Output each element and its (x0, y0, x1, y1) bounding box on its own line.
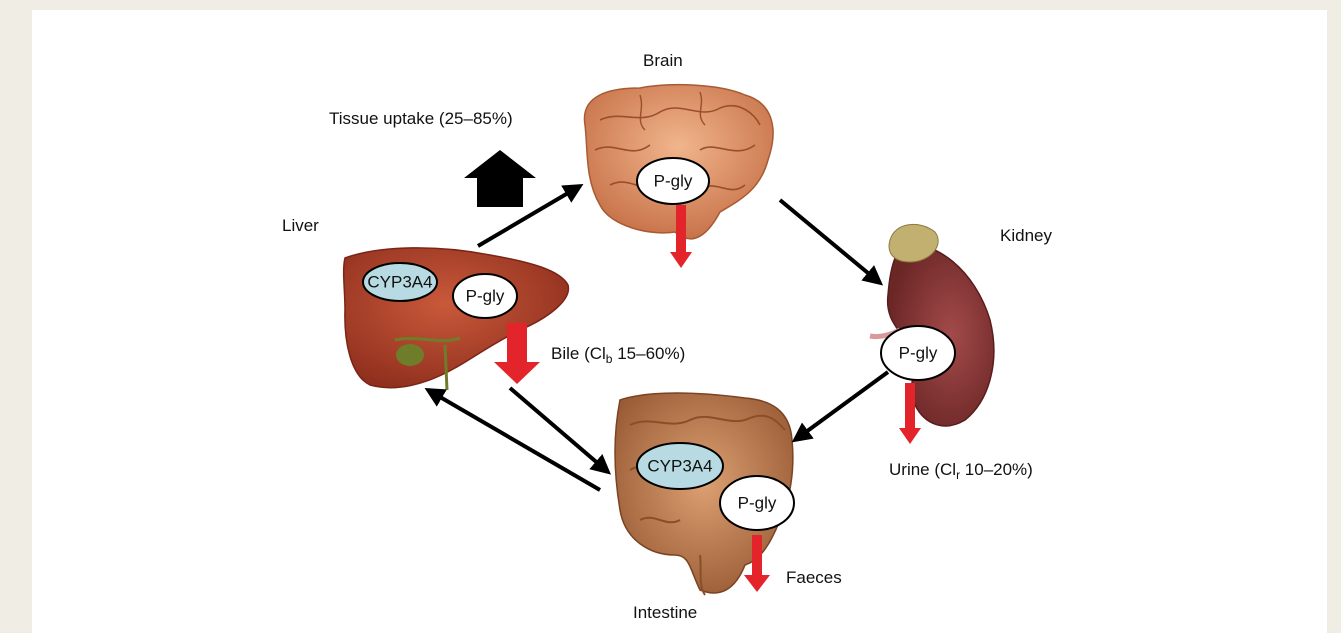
diagram-canvas: P-gly CYP3A4 P-gly P-gly CYP3A4 P-gly Br… (32, 10, 1327, 633)
kidney-pgly-oval: P-gly (881, 326, 955, 380)
intestine-pgly-oval: P-gly (720, 476, 794, 530)
brain-pgly-oval: P-gly (637, 158, 709, 204)
liver-pgly-oval: P-gly (453, 274, 517, 318)
svg-text:P-gly: P-gly (654, 172, 693, 191)
liver-cyp3a4-oval: CYP3A4 (363, 263, 437, 301)
arrow-brain-to-kidney (780, 200, 880, 283)
arrow-liver-to-intestine (510, 388, 608, 472)
svg-text:CYP3A4: CYP3A4 (367, 273, 432, 292)
urine-label: Urine (Clr 10–20%) (889, 460, 1033, 482)
svg-text:P-gly: P-gly (466, 287, 505, 306)
svg-text:P-gly: P-gly (899, 344, 938, 363)
brain-label: Brain (643, 51, 683, 70)
tissue-uptake-label: Tissue uptake (25–85%) (329, 109, 513, 128)
bile-label: Bile (Clb 15–60%) (551, 344, 685, 366)
svg-text:CYP3A4: CYP3A4 (647, 457, 712, 476)
liver-label: Liver (282, 216, 319, 235)
svg-text:P-gly: P-gly (738, 494, 777, 513)
kidney-label: Kidney (1000, 226, 1052, 245)
kidney-illustration (870, 224, 994, 425)
faeces-label: Faeces (786, 568, 842, 587)
arrow-intestine-to-liver (428, 390, 600, 490)
intestine-label: Intestine (633, 603, 697, 622)
arrow-kidney-to-intestine (795, 372, 888, 440)
tissue-uptake-arrow (464, 150, 536, 207)
intestine-cyp3a4-oval: CYP3A4 (637, 443, 723, 489)
